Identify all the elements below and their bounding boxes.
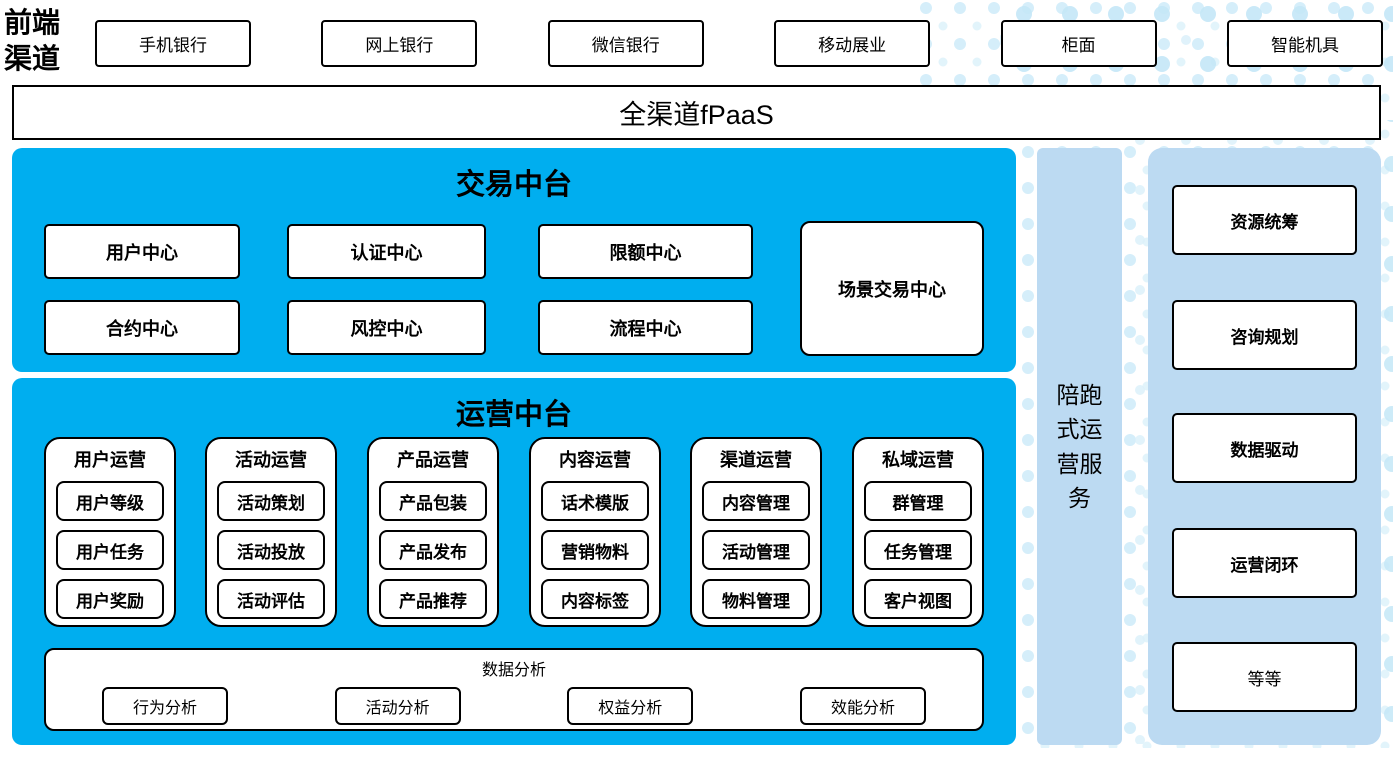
right-service-panel: 资源统筹 咨询规划 数据驱动 运营闭环 等等 bbox=[1148, 148, 1381, 745]
ops-item-material-management: 物料管理 bbox=[702, 579, 810, 619]
data-analysis-panel: 数据分析 行为分析 活动分析 权益分析 效能分析 bbox=[44, 648, 984, 731]
ops-item-group-management: 群管理 bbox=[864, 481, 972, 521]
ops-item-activity-evaluation: 活动评估 bbox=[217, 579, 325, 619]
ops-item-task-management: 任务管理 bbox=[864, 530, 972, 570]
ops-item-marketing-material: 营销物料 bbox=[541, 530, 649, 570]
contract-center-box: 合约中心 bbox=[44, 300, 240, 355]
fpaas-bar: 全渠道fPaaS bbox=[12, 85, 1381, 140]
operation-loop-box: 运营闭环 bbox=[1172, 528, 1357, 598]
ops-item-content-tag: 内容标签 bbox=[541, 579, 649, 619]
channel-box-mobile-marketing: 移动展业 bbox=[774, 20, 931, 67]
accompanying-ops-service-label: 陪跑式运营服务 bbox=[1056, 381, 1103, 512]
ops-item-product-packaging: 产品包装 bbox=[379, 481, 487, 521]
channel-box-mobile-banking: 手机银行 bbox=[95, 20, 251, 67]
process-center-box: 流程中心 bbox=[538, 300, 753, 355]
consulting-planning-box: 咨询规划 bbox=[1172, 300, 1357, 370]
ops-column-channel: 渠道运营 内容管理 活动管理 物料管理 bbox=[690, 437, 822, 627]
resource-coordination-box: 资源统筹 bbox=[1172, 185, 1357, 255]
operations-platform-title: 运营中台 bbox=[455, 399, 572, 431]
ops-item-user-task: 用户任务 bbox=[56, 530, 164, 570]
channel-box-smart-devices: 智能机具 bbox=[1226, 20, 1383, 67]
ops-item-activity-planning: 活动策划 bbox=[217, 481, 325, 521]
data-analysis-row: 行为分析 活动分析 权益分析 效能分析 bbox=[46, 680, 982, 725]
data-driven-box: 数据驱动 bbox=[1172, 413, 1357, 483]
channel-box-counter: 柜面 bbox=[1000, 20, 1157, 67]
operations-platform-block: 运营中台 用户运营 用户等级 用户任务 用户奖励 活动运营 活动策划 活动投放 … bbox=[12, 378, 1016, 745]
ops-column-activity: 活动运营 活动策划 活动投放 活动评估 bbox=[205, 437, 337, 627]
accompanying-ops-service-bar: 陪跑式运营服务 bbox=[1037, 148, 1122, 745]
ops-item-user-reward: 用户奖励 bbox=[56, 579, 164, 619]
ops-column-title: 私域运营 bbox=[882, 450, 954, 470]
channel-box-wechat-banking: 微信银行 bbox=[547, 20, 704, 67]
ops-column-title: 用户运营 bbox=[74, 450, 146, 470]
trading-platform-block: 交易中台 用户中心 认证中心 限额中心 合约中心 风控中心 流程中心 场景交易中… bbox=[12, 148, 1016, 372]
trading-platform-title: 交易中台 bbox=[455, 169, 572, 201]
ops-column-product: 产品运营 产品包装 产品发布 产品推荐 bbox=[367, 437, 499, 627]
etc-box: 等等 bbox=[1172, 642, 1357, 712]
ops-item-content-management: 内容管理 bbox=[702, 481, 810, 521]
ops-column-private-domain: 私域运营 群管理 任务管理 客户视图 bbox=[852, 437, 984, 627]
ops-item-product-recommend: 产品推荐 bbox=[379, 579, 487, 619]
activity-analysis-box: 活动分析 bbox=[334, 687, 461, 725]
limit-center-box: 限额中心 bbox=[538, 224, 753, 279]
front-channels-row: 手机银行 网上银行 微信银行 移动展业 柜面 智能机具 bbox=[95, 20, 1383, 67]
user-center-box: 用户中心 bbox=[44, 224, 240, 279]
ops-column-title: 内容运营 bbox=[559, 450, 631, 470]
ops-item-product-release: 产品发布 bbox=[379, 530, 487, 570]
efficiency-analysis-box: 效能分析 bbox=[799, 687, 926, 725]
channel-box-online-banking: 网上银行 bbox=[321, 20, 478, 67]
ops-column-title: 产品运营 bbox=[397, 450, 469, 470]
ops-column-content: 内容运营 话术模版 营销物料 内容标签 bbox=[529, 437, 661, 627]
ops-item-activity-launch: 活动投放 bbox=[217, 530, 325, 570]
data-analysis-title: 数据分析 bbox=[481, 662, 546, 679]
ops-column-title: 活动运营 bbox=[235, 450, 307, 470]
ops-column-title: 渠道运营 bbox=[720, 450, 792, 470]
benefit-analysis-box: 权益分析 bbox=[567, 687, 694, 725]
ops-item-script-template: 话术模版 bbox=[541, 481, 649, 521]
risk-center-box: 风控中心 bbox=[287, 300, 486, 355]
ops-item-user-level: 用户等级 bbox=[56, 481, 164, 521]
behavior-analysis-box: 行为分析 bbox=[102, 687, 228, 725]
auth-center-box: 认证中心 bbox=[287, 224, 486, 279]
front-channels-label: 前端渠道 bbox=[4, 8, 61, 75]
ops-item-customer-view: 客户视图 bbox=[864, 579, 972, 619]
ops-item-activity-management: 活动管理 bbox=[702, 530, 810, 570]
scene-trading-center-box: 场景交易中心 bbox=[800, 221, 984, 356]
ops-column-user: 用户运营 用户等级 用户任务 用户奖励 bbox=[44, 437, 176, 627]
